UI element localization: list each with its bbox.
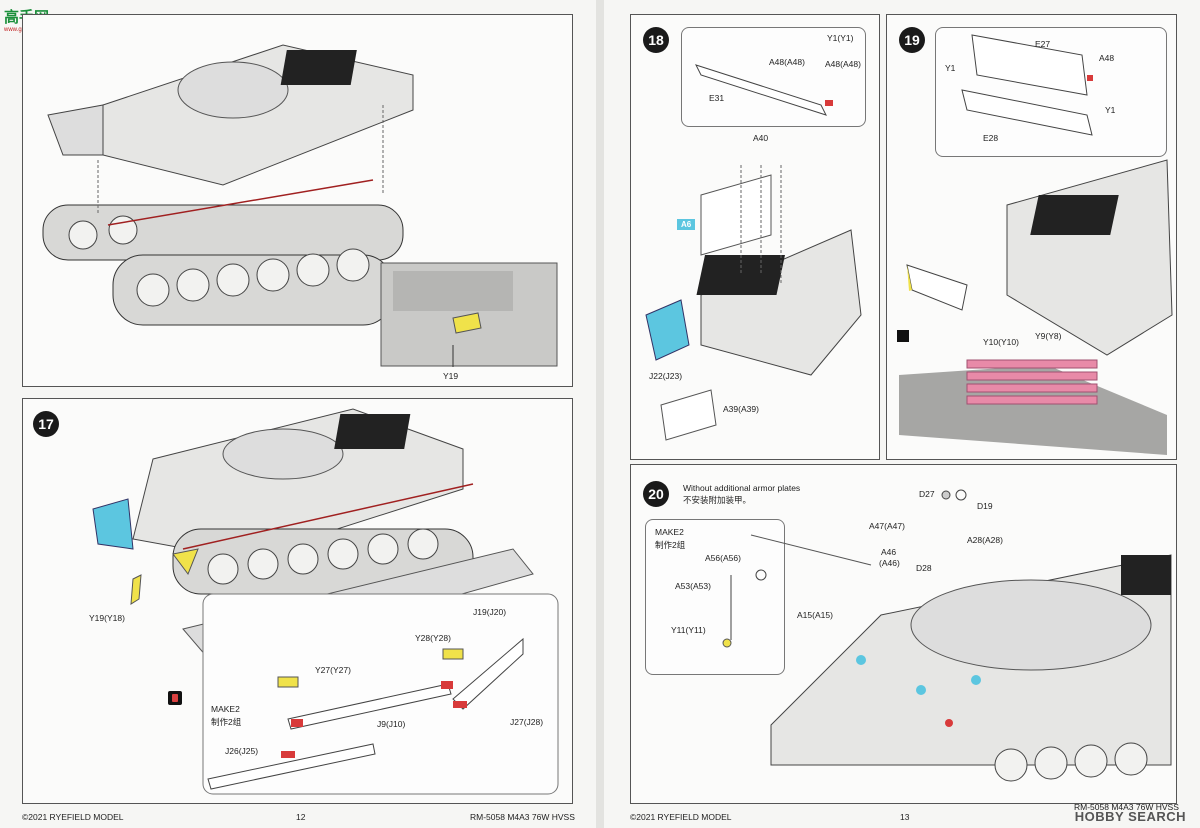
callout-y9: Y9(Y8) xyxy=(1035,331,1062,341)
callout-j22: J22(J23) xyxy=(649,371,683,381)
footer-product-code: RM-5058 M4A3 76W HVSS xyxy=(1074,802,1179,812)
callout-e31: E31 xyxy=(709,93,725,103)
callout-d28: D28 xyxy=(916,563,932,573)
callout-y27: Y27(Y27) xyxy=(315,665,351,675)
callout-y19-y18: Y19(Y18) xyxy=(89,613,125,623)
make-label: MAKE2 xyxy=(655,527,684,537)
step-18-illustration xyxy=(645,64,862,441)
callout-d27: D27 xyxy=(919,489,935,499)
callout-d19: D19 xyxy=(977,501,993,511)
note-en: Without additional armor plates xyxy=(683,483,801,493)
callout-a28: A28(A28) xyxy=(967,535,1003,545)
footer-copyright: ©2021 RYEFIELD MODEL xyxy=(630,812,732,822)
callout-j19-j20: J19(J20) xyxy=(473,607,507,617)
page-gutter xyxy=(596,0,604,828)
note-cn: 不安装附加装甲。 xyxy=(683,495,752,505)
step-19-illustration xyxy=(897,34,1173,455)
make-label-cn: 制作2组 xyxy=(655,540,686,550)
step-20-panel: 20 Without additional armor plates 不安装附加… xyxy=(630,464,1177,804)
make-label: MAKE2 xyxy=(211,704,240,714)
right-page: 18 Y1(Y1) A48(A48) A48(A48) E31 A40 A6 J… xyxy=(604,0,1200,828)
step-number: 18 xyxy=(643,27,669,53)
callout-a56: A56(A56) xyxy=(705,553,741,563)
callout-a46: A46 xyxy=(881,547,897,557)
callout-a40: A40 xyxy=(753,133,769,143)
callout-a15: A15(A15) xyxy=(797,610,833,620)
callout-e28: E28 xyxy=(983,133,999,143)
step-number: 17 xyxy=(33,411,59,437)
callout-a46-paren: (A46) xyxy=(879,558,900,568)
callout-a48-a: A48(A48) xyxy=(769,57,805,67)
make-label-cn: 制作2组 xyxy=(211,717,242,727)
callout-y28: Y28(Y28) xyxy=(415,633,451,643)
step-20-illustration xyxy=(722,489,1172,782)
step-17-panel: 17 Y19( xyxy=(22,398,573,804)
callout-y10: Y10(Y10) xyxy=(983,337,1019,347)
callout-j9: J9(J10) xyxy=(377,719,406,729)
step-18-panel: 18 Y1(Y1) A48(A48) A48(A48) E31 A40 A6 J… xyxy=(630,14,880,460)
callout-j26: J26(J25) xyxy=(225,746,259,756)
callout-j27: J27(J28) xyxy=(510,717,544,727)
footer-product-code: RM-5058 M4A3 76W HVSS xyxy=(470,812,575,822)
callout-e27: E27 xyxy=(1035,39,1051,49)
callout-y1-left: Y1 xyxy=(945,63,956,73)
callout-y11: Y11(Y11) xyxy=(671,625,706,635)
callout-y19: Y19 xyxy=(443,371,459,381)
step-19-panel: 19 E27 A48 Y1 Y1 E28 Y10(Y10) Y9(Y8) xyxy=(886,14,1177,460)
callout-a6: A6 xyxy=(677,219,696,230)
callout-a48-b: A48(A48) xyxy=(825,59,861,69)
footer-page-number: 13 xyxy=(900,812,910,822)
callout-a39: A39(A39) xyxy=(723,404,759,414)
callout-y1: Y1(Y1) xyxy=(827,33,854,43)
step-16-panel: Y19 xyxy=(22,14,573,387)
step-number: 20 xyxy=(643,481,669,507)
footer-copyright: ©2021 RYEFIELD MODEL xyxy=(22,812,124,822)
step-16-illustration xyxy=(42,44,558,367)
step-20-detail-box xyxy=(645,519,785,675)
flip-icon xyxy=(168,691,182,705)
left-page: 高手网 www.gaoshou.net xyxy=(0,0,596,828)
callout-a53: A53(A53) xyxy=(675,581,711,591)
callout-y1-right: Y1 xyxy=(1105,105,1116,115)
footer-page-number: 12 xyxy=(296,812,306,822)
callout-a47: A47(A47) xyxy=(869,521,905,531)
step-17-illustration xyxy=(92,408,559,795)
callout-a48: A48 xyxy=(1099,53,1115,63)
hobby-search-logo: HOBBY SEARCH xyxy=(1074,809,1186,824)
step-number: 19 xyxy=(899,27,925,53)
